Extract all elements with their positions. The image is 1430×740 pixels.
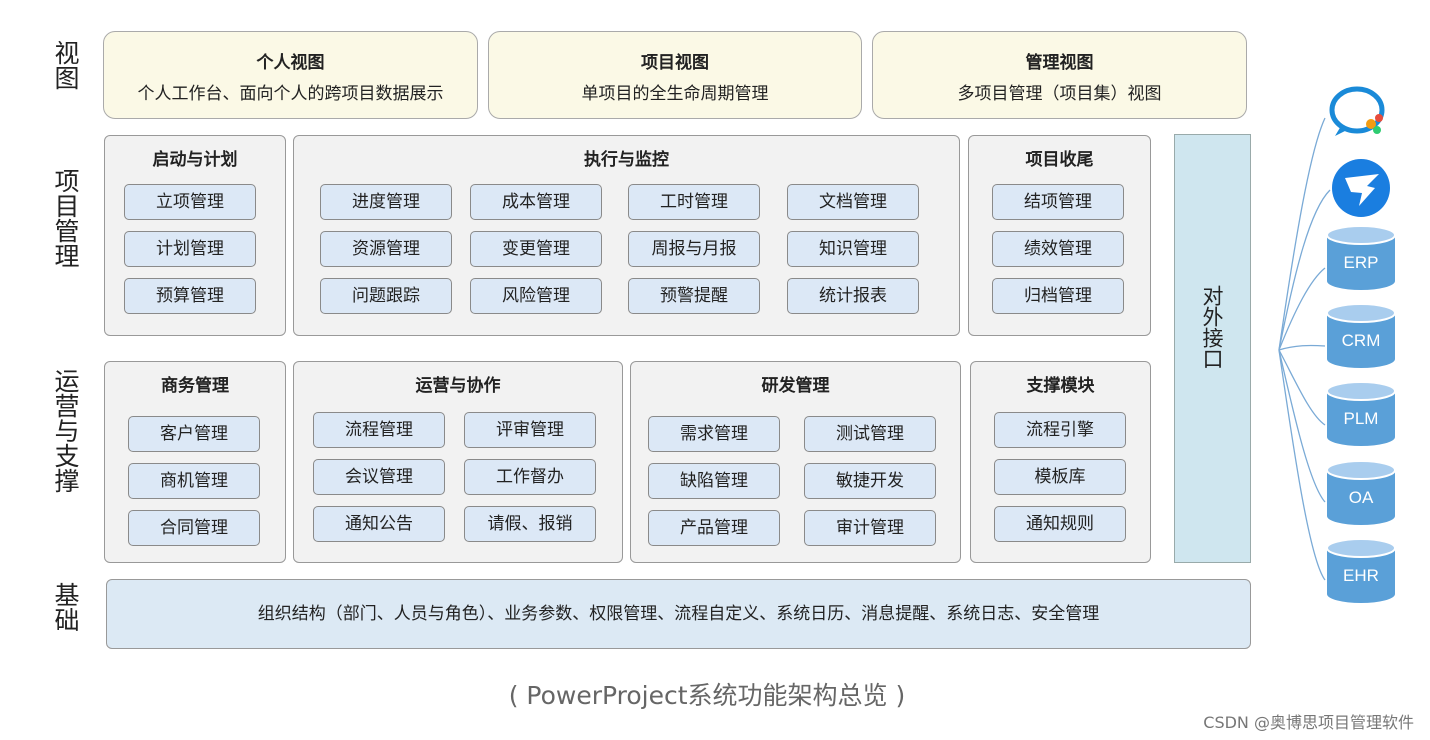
module-item: 模板库: [994, 459, 1126, 495]
module-item: 需求管理: [648, 416, 780, 452]
view-project: 项目视图 单项目的全生命周期管理: [488, 31, 862, 119]
panel-support: 支撑模块 流程引擎 模板库 通知规则: [970, 361, 1151, 563]
database-body: [1327, 470, 1395, 525]
external-interface-panel: [1174, 134, 1251, 563]
external-system-oa-database-icon: OA: [1326, 460, 1396, 525]
view-title: 个人视图: [256, 53, 325, 73]
view-subtitle: 个人工作台、面向个人的跨项目数据展示: [137, 84, 444, 104]
external-system-label: CRM: [1342, 331, 1381, 350]
module-item: 统计报表: [787, 278, 919, 314]
panel-collab: 运营与协作 流程管理 评审管理 会议管理 工作督办 通知公告 请假、报销: [293, 361, 623, 563]
panel-title: 研发管理: [761, 376, 830, 396]
module-item: 评审管理: [464, 412, 596, 448]
module-item: 缺陷管理: [648, 463, 780, 499]
panel-title: 项目收尾: [1025, 150, 1094, 170]
row-label-project: 项目管理: [51, 168, 80, 268]
module-item: 产品管理: [648, 510, 780, 546]
module-item: 归档管理: [992, 278, 1124, 314]
database-top: [1326, 381, 1396, 401]
module-item: 流程管理: [313, 412, 445, 448]
module-item: 流程引擎: [994, 412, 1126, 448]
module-item: 绩效管理: [992, 231, 1124, 267]
connector-lines: [1278, 117, 1331, 581]
external-system-ehr-database-icon: EHR: [1326, 538, 1396, 603]
module-item: 审计管理: [804, 510, 936, 546]
external-system-plm-database-icon: PLM: [1326, 381, 1396, 446]
external-system-label: EHR: [1343, 566, 1379, 585]
database-body: [1327, 235, 1395, 290]
module-item: 通知公告: [313, 506, 445, 542]
dingtalk-icon: [1332, 159, 1390, 217]
row-label-base: 基础: [51, 582, 80, 632]
module-item: 敏捷开发: [804, 463, 936, 499]
panel-closing: 项目收尾 结项管理 绩效管理 归档管理: [968, 135, 1151, 336]
module-item: 客户管理: [128, 416, 260, 452]
panel-title: 商务管理: [161, 376, 229, 396]
module-item: 立项管理: [124, 184, 256, 220]
module-item: 合同管理: [128, 510, 260, 546]
row-label-view: 视图: [51, 40, 80, 90]
figure-caption: ( PowerProject系统功能架构总览 ): [508, 681, 906, 710]
panel-title: 运营与协作: [415, 376, 501, 396]
foundation-text: 组织结构（部门、人员与角色）、业务参数、权限管理、流程自定义、系统日历、消息提醒…: [257, 604, 1100, 624]
module-item: 通知规则: [994, 506, 1126, 542]
panel-title: 执行与监控: [584, 150, 669, 170]
module-item: 成本管理: [470, 184, 602, 220]
view-personal: 个人视图 个人工作台、面向个人的跨项目数据展示: [103, 31, 478, 119]
external-system-label: PLM: [1344, 409, 1379, 428]
module-item: 预警提醒: [628, 278, 760, 314]
view-title: 管理视图: [1025, 53, 1094, 73]
module-item: 商机管理: [128, 463, 260, 499]
module-item: 请假、报销: [464, 506, 596, 542]
module-item: 计划管理: [124, 231, 256, 267]
watermark: CSDN @奥博思项目管理软件: [1203, 713, 1414, 732]
module-item: 结项管理: [992, 184, 1124, 220]
panel-exec-monitor: 执行与监控 进度管理 成本管理 工时管理 文档管理 资源管理 变更管理 周报与月…: [293, 135, 960, 336]
foundation-bar: 组织结构（部门、人员与角色）、业务参数、权限管理、流程自定义、系统日历、消息提醒…: [106, 579, 1251, 649]
view-subtitle: 单项目的全生命周期管理: [581, 84, 769, 104]
panel-title: 启动与计划: [152, 150, 238, 170]
module-item: 测试管理: [804, 416, 936, 452]
module-item: 变更管理: [470, 231, 602, 267]
external-systems-diagram: ERP CRM PLM OA EHR: [1278, 86, 1396, 603]
module-item: 周报与月报: [628, 231, 760, 267]
database-top: [1326, 225, 1396, 245]
module-item: 知识管理: [787, 231, 919, 267]
database-top: [1326, 538, 1396, 558]
panel-title: 支撑模块: [1026, 376, 1095, 396]
external-system-erp-database-icon: ERP: [1326, 225, 1396, 290]
module-item: 资源管理: [320, 231, 452, 267]
module-item: 工作督办: [464, 459, 596, 495]
chat-app-icon: [1329, 86, 1385, 136]
module-item: 预算管理: [124, 278, 256, 314]
database-body: [1327, 391, 1395, 446]
module-item: 文档管理: [787, 184, 919, 220]
module-item: 会议管理: [313, 459, 445, 495]
panel-business: 商务管理 客户管理 商机管理 合同管理: [104, 361, 286, 563]
view-management: 管理视图 多项目管理（项目集）视图: [872, 31, 1247, 119]
module-item: 工时管理: [628, 184, 760, 220]
database-top: [1326, 303, 1396, 323]
row-label-ops: 运营与支撑: [51, 368, 80, 493]
external-system-label: OA: [1349, 488, 1374, 507]
module-item: 风险管理: [470, 278, 602, 314]
module-item: 进度管理: [320, 184, 452, 220]
module-item: 问题跟踪: [320, 278, 452, 314]
panel-rnd: 研发管理 需求管理 测试管理 缺陷管理 敏捷开发 产品管理 审计管理: [630, 361, 961, 563]
database-body: [1327, 313, 1395, 368]
external-system-crm-database-icon: CRM: [1326, 303, 1396, 368]
database-top: [1326, 460, 1396, 480]
view-title: 项目视图: [641, 53, 709, 73]
external-interface-label: 对外接口: [1200, 285, 1224, 369]
panel-start-plan: 启动与计划 立项管理 计划管理 预算管理: [104, 135, 286, 336]
database-body: [1327, 548, 1395, 603]
external-system-label: ERP: [1344, 253, 1379, 272]
view-subtitle: 多项目管理（项目集）视图: [957, 84, 1162, 104]
